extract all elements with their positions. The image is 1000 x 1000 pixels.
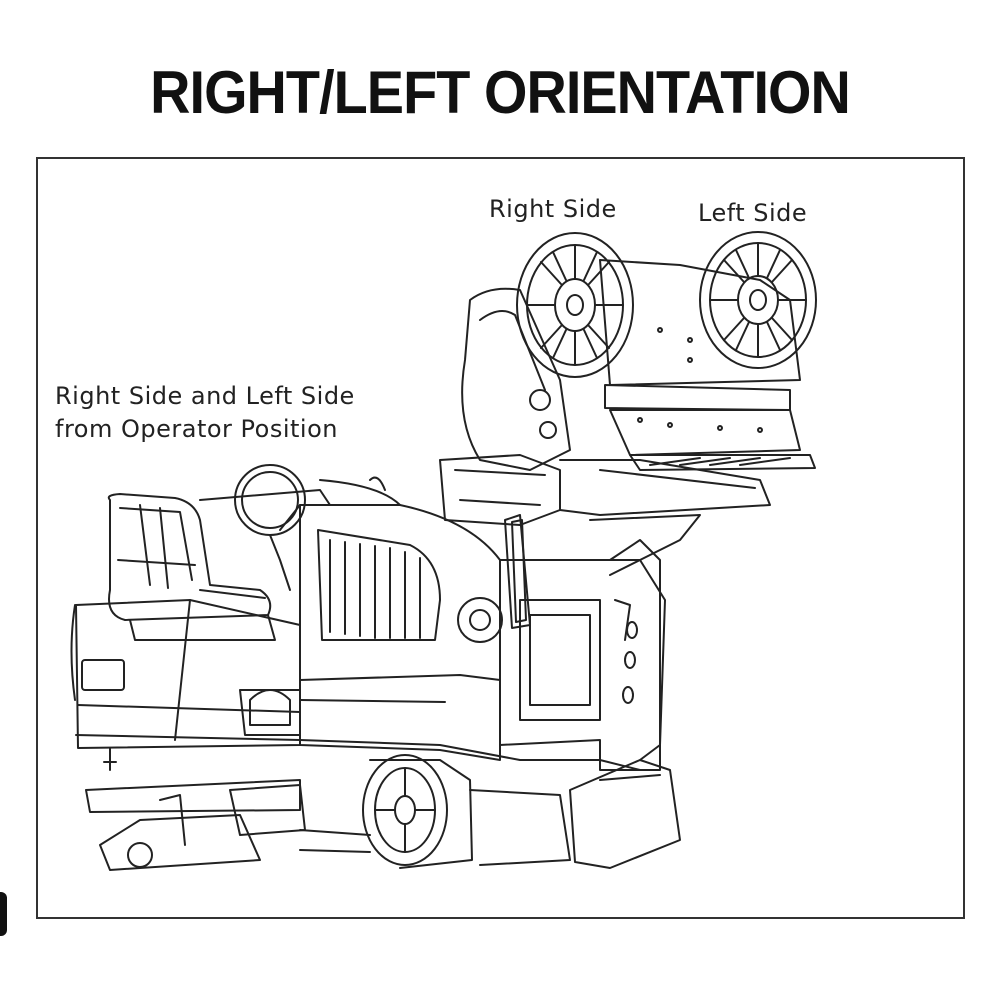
chassis bbox=[70, 599, 641, 813]
lift-arm bbox=[439, 287, 771, 561]
edge-mark bbox=[0, 892, 7, 936]
left-side-label: Left Side bbox=[698, 199, 808, 227]
steering-wheel bbox=[199, 464, 331, 591]
operator-position-label: Right Side and Left Side from Operator P… bbox=[55, 380, 355, 446]
main-body bbox=[239, 476, 503, 761]
front-wheel bbox=[362, 754, 473, 869]
operator-seat bbox=[107, 493, 276, 641]
right-side-label: Right Side bbox=[489, 195, 617, 223]
operator-label-line-2: from Operator Position bbox=[55, 415, 338, 443]
diagram-frame bbox=[36, 157, 965, 919]
right-side-broom bbox=[516, 232, 634, 378]
hopper-body bbox=[499, 514, 666, 771]
left-side-broom bbox=[699, 231, 817, 369]
operator-label-line-1: Right Side and Left Side bbox=[55, 382, 355, 410]
scrub-deck bbox=[99, 759, 681, 871]
diagram-title: RIGHT/LEFT ORIENTATION bbox=[150, 59, 851, 126]
